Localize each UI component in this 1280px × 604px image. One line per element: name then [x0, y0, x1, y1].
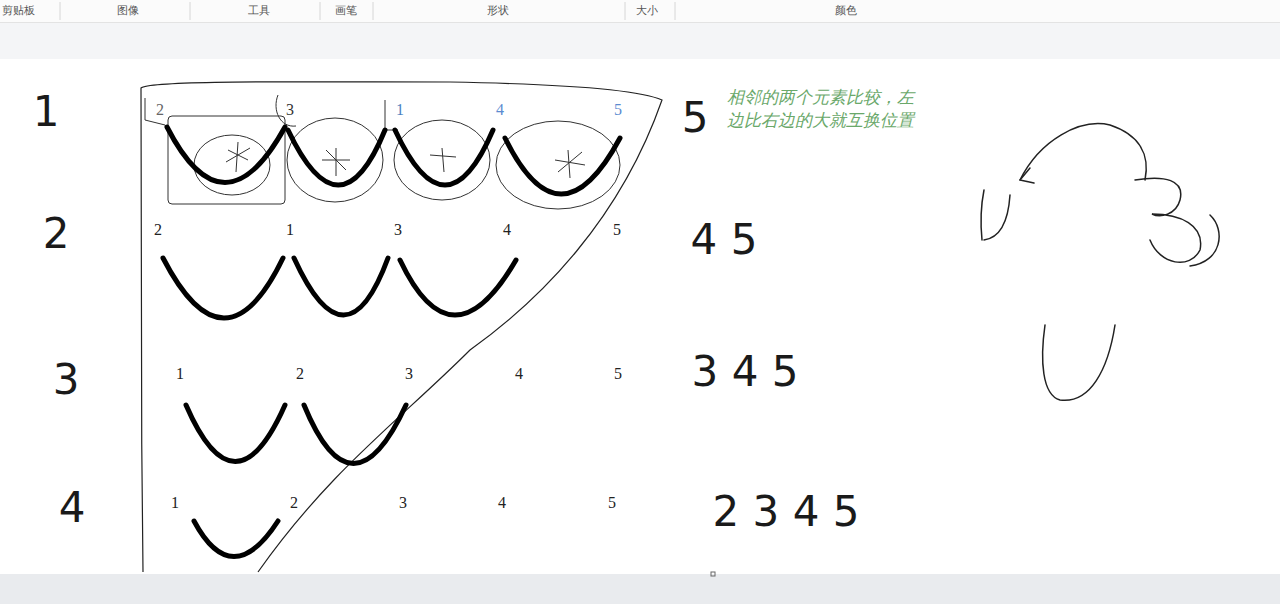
array-value: 1	[396, 101, 404, 119]
array-value: 3	[286, 101, 294, 119]
array-value: 2	[156, 101, 164, 119]
sorted-tail: 3 4 5	[692, 349, 799, 395]
array-value: 5	[613, 221, 621, 239]
array-value: 5	[608, 494, 616, 512]
toolbar-group: 剪贴板	[2, 4, 35, 16]
array-value: 4	[498, 494, 506, 512]
array-value: 4	[515, 365, 523, 383]
toolbar-group: 工具	[248, 4, 270, 16]
row-number: 2	[43, 211, 70, 257]
array-value: 1	[286, 221, 294, 239]
array-value: 4	[496, 101, 504, 119]
array-value: 5	[614, 365, 622, 383]
toolbar-group: 颜色	[835, 4, 857, 16]
array-value: 2	[290, 494, 298, 512]
note-text: 相邻的两个元素比较，左边比右边的大就互换位置	[727, 87, 919, 133]
paint-canvas	[0, 59, 1280, 574]
array-value: 3	[399, 494, 407, 512]
row-number: 4	[59, 485, 86, 531]
ribbon-gap	[0, 23, 1280, 59]
sorted-tail: 2 3 4 5	[713, 489, 860, 535]
array-value: 2	[296, 365, 304, 383]
toolbar-group: 大小	[636, 4, 658, 16]
array-value: 1	[171, 494, 179, 512]
array-value: 1	[176, 365, 184, 383]
toolbar-group: 形状	[487, 4, 509, 16]
array-value: 3	[405, 365, 413, 383]
sorted-tail: 5	[682, 95, 709, 141]
row-number: 1	[33, 89, 60, 135]
array-value: 5	[614, 101, 622, 119]
toolbar-group: 图像	[117, 4, 139, 16]
array-value: 2	[154, 221, 162, 239]
array-value: 3	[394, 221, 402, 239]
sorted-tail: 4 5	[691, 217, 758, 263]
toolbar-group: 画笔	[335, 4, 357, 16]
array-value: 4	[503, 221, 511, 239]
row-number: 3	[53, 357, 80, 403]
